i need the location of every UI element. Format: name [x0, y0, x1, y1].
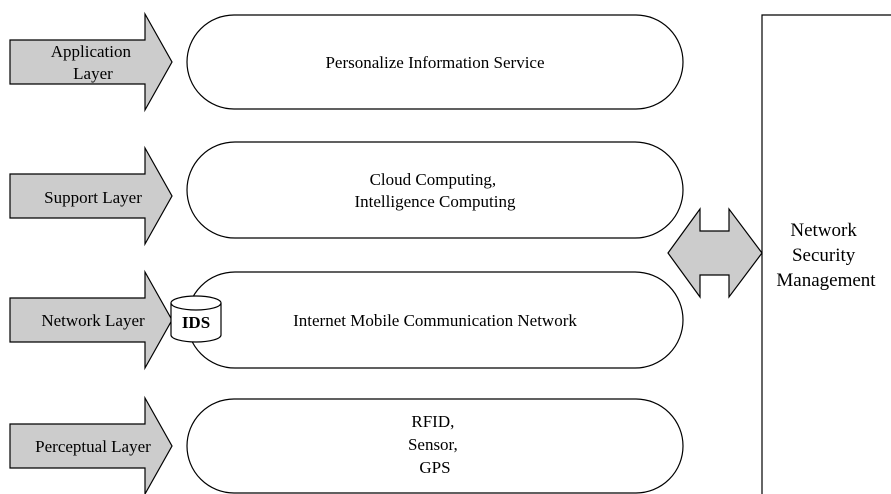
perceptual-layer-content: RFID, Sensor, GPS: [408, 412, 462, 477]
application-layer-arrow: [9, 11, 173, 113]
ids-database-icon: IDS: [170, 295, 222, 343]
support-layer-arrow: [9, 145, 173, 247]
network-security-management-label: Network Security Management: [776, 220, 876, 291]
perceptual-layer-box: [186, 398, 684, 494]
support-layer-box: [186, 141, 684, 239]
network-layer-row: Network Layer Internet Mobile Communicat…: [9, 269, 684, 371]
network-layer-label: Network Layer: [41, 311, 145, 330]
perceptual-layer-arrow: [9, 395, 173, 494]
bidirectional-arrow: [667, 207, 763, 299]
support-layer-content: Cloud Computing, Intelligence Computing: [355, 170, 516, 211]
support-layer-row: Support Layer Cloud Computing, Intellige…: [9, 141, 684, 247]
perceptual-layer-row: Perceptual Layer RFID, Sensor, GPS: [9, 395, 684, 494]
application-layer-row: Application Layer Personalize Informatio…: [9, 11, 684, 113]
network-layer-arrow: [9, 269, 173, 371]
application-layer-label: Application Layer: [51, 42, 136, 83]
application-layer-content: Personalize Information Service: [325, 53, 544, 72]
network-layer-content: Internet Mobile Communication Network: [293, 311, 577, 330]
network-security-management-box: Network Security Management: [761, 14, 891, 494]
ids-label: IDS: [182, 313, 210, 332]
support-layer-label: Support Layer: [44, 188, 142, 207]
application-layer-box: [186, 14, 684, 110]
perceptual-layer-label: Perceptual Layer: [35, 437, 151, 456]
